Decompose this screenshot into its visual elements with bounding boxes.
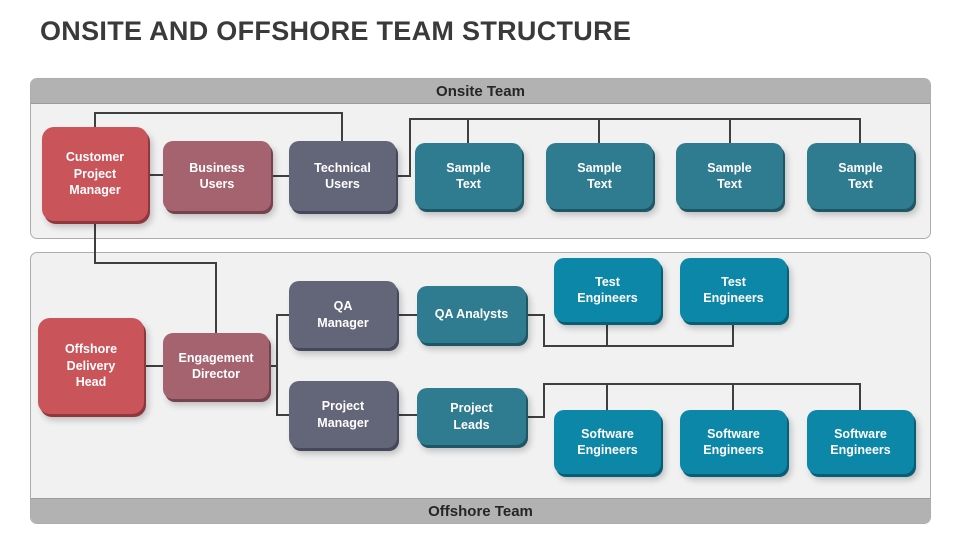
- node-sample-text-2: Sample Text: [546, 143, 653, 209]
- connector-line: [606, 322, 608, 345]
- node-test-engineers-1: Test Engineers: [554, 258, 661, 322]
- connector-line: [341, 112, 343, 141]
- node-sample-text-3: Sample Text: [676, 143, 783, 209]
- node-qa-analysts: QA Analysts: [417, 286, 526, 343]
- connector-line: [543, 314, 545, 347]
- connector-line: [276, 414, 289, 416]
- connector-line: [859, 383, 861, 410]
- connector-line: [409, 118, 411, 177]
- node-business-users: Business Users: [163, 141, 271, 211]
- node-customer-project-manager: Customer Project Manager: [42, 127, 148, 221]
- node-software-engineers-2: Software Engineers: [680, 410, 787, 474]
- connector-line: [729, 118, 731, 143]
- page-title: ONSITE AND OFFSHORE TEAM STRUCTURE: [40, 16, 632, 46]
- connector-line: [409, 118, 861, 120]
- connector-line: [397, 314, 417, 316]
- onsite-team-header: Onsite Team: [31, 79, 930, 104]
- connector-line: [271, 175, 289, 177]
- connector-line: [732, 383, 734, 410]
- connector-line: [732, 322, 734, 345]
- connector-line: [148, 174, 163, 176]
- connector-line: [215, 262, 217, 333]
- connector-line: [397, 414, 417, 416]
- node-sample-text-1: Sample Text: [415, 143, 522, 209]
- node-software-engineers-3: Software Engineers: [807, 410, 914, 474]
- node-engagement-director: Engagement Director: [163, 333, 269, 399]
- connector-line: [276, 314, 289, 316]
- connector-line: [606, 383, 608, 410]
- node-qa-manager: QA Manager: [289, 281, 397, 348]
- connector-line: [94, 112, 343, 114]
- connector-line: [467, 118, 469, 143]
- node-project-leads: Project Leads: [417, 388, 526, 445]
- node-technical-users: Technical Users: [289, 141, 396, 211]
- connector-line: [94, 262, 217, 264]
- connector-line: [598, 118, 600, 143]
- node-sample-text-4: Sample Text: [807, 143, 914, 209]
- connector-line: [396, 175, 411, 177]
- connector-line: [526, 416, 545, 418]
- connector-line: [859, 118, 861, 143]
- node-software-engineers-1: Software Engineers: [554, 410, 661, 474]
- connector-line: [144, 365, 163, 367]
- connector-line: [94, 112, 96, 128]
- connector-line: [526, 314, 545, 316]
- connector-line: [543, 383, 861, 385]
- node-project-manager: Project Manager: [289, 381, 397, 448]
- node-test-engineers-2: Test Engineers: [680, 258, 787, 322]
- connector-line: [276, 314, 278, 415]
- offshore-team-header: Offshore Team: [31, 498, 930, 523]
- connector-line: [269, 365, 278, 367]
- connector-line: [543, 345, 734, 347]
- connector-line: [94, 221, 96, 264]
- node-offshore-delivery-head: Offshore Delivery Head: [38, 318, 144, 414]
- connector-line: [543, 383, 545, 416]
